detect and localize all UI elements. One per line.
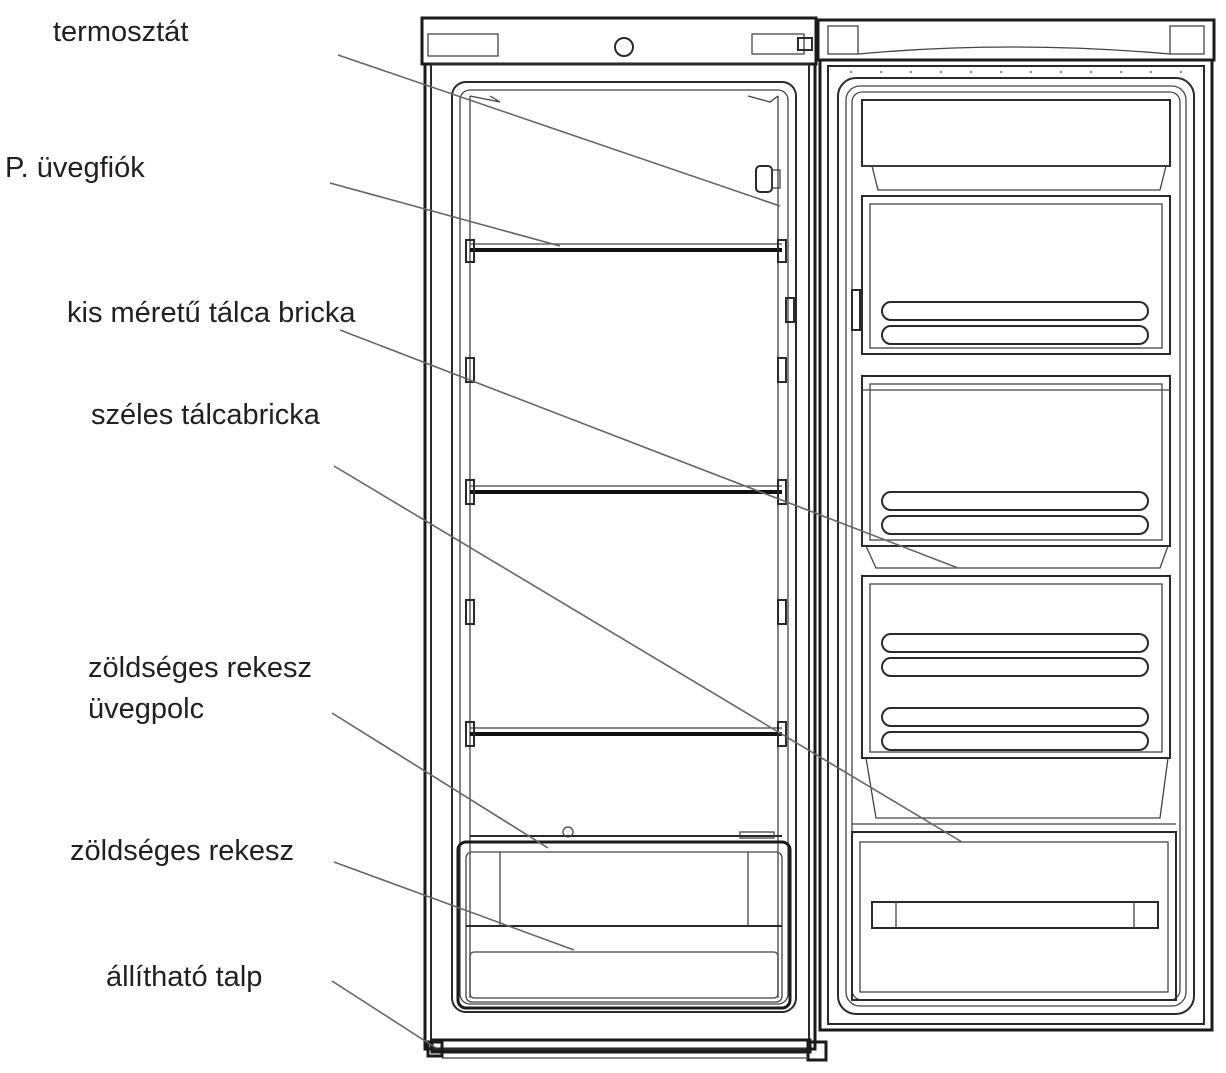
label-glass-drawer: P. üvegfiók	[5, 152, 145, 184]
cabinet	[420, 16, 828, 1062]
leader-crisper-glass	[331, 712, 549, 849]
leader-small-tray	[339, 329, 959, 569]
leader-lines	[329, 54, 963, 1049]
label-thermostat: termosztát	[53, 16, 189, 48]
leader-glass-drawer	[329, 182, 561, 247]
leader-wide-tray	[333, 465, 963, 843]
label-crisper-glass-line2: üvegpolc	[88, 693, 205, 725]
label-crisper: zöldséges rekesz	[70, 835, 295, 867]
label-adjustable-foot: állítható talp	[106, 961, 263, 993]
leader-adjustable-foot	[331, 980, 437, 1049]
label-wide-tray: széles tálcabricka	[91, 399, 320, 431]
label-small-tray: kis méretű tálca bricka	[67, 297, 356, 329]
leader-crisper	[333, 861, 575, 951]
leader-thermostat	[337, 54, 781, 207]
label-crisper-glass-line1: zöldséges rekesz	[88, 652, 313, 684]
door	[816, 18, 1216, 1032]
